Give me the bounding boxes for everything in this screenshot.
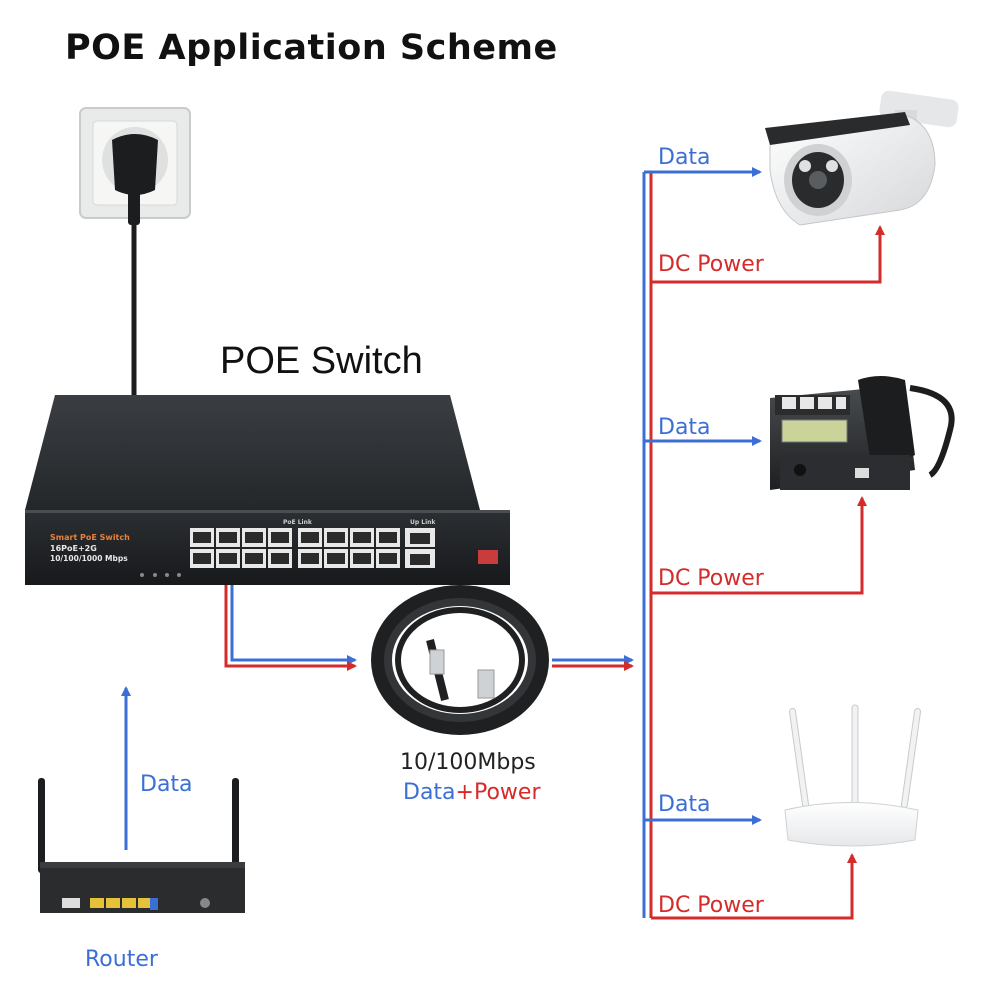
switch-brand-label: Smart PoE Switch	[50, 533, 130, 542]
ethernet-port-socket	[271, 532, 289, 543]
poe-switch-icon	[25, 395, 510, 585]
wifi-power-label: DC Power	[658, 893, 764, 918]
wifi-router-icon	[784, 704, 922, 847]
switch-uplink-label: Up Link	[410, 519, 436, 526]
camera-branch	[644, 167, 885, 284]
switch-ports	[190, 528, 400, 568]
ethernet-port-socket	[193, 532, 211, 543]
wifi-router-branch	[644, 815, 857, 920]
distribution-bus	[642, 172, 653, 918]
camera-data-label: Data	[658, 145, 711, 170]
switch-to-cable-link	[224, 585, 357, 671]
page-title: POE Application Scheme	[65, 28, 558, 68]
cable-to-bus-link	[552, 655, 634, 671]
ethernet-port-socket	[353, 532, 371, 543]
switch-model-label: 16PoE+2G	[50, 544, 97, 553]
ethernet-port-socket	[193, 553, 211, 564]
cable-speed-label: 10/100Mbps	[400, 750, 536, 775]
router-label: Router	[85, 947, 158, 972]
poe-switch-heading: POE Switch	[220, 340, 423, 382]
ethernet-port-socket	[379, 532, 397, 543]
wifi-data-label: Data	[658, 792, 711, 817]
security-camera-icon	[765, 90, 959, 226]
ethernet-port-socket	[327, 553, 345, 564]
ethernet-port-socket	[271, 553, 289, 564]
ethernet-port-socket	[353, 553, 371, 564]
switch-speed-label: 10/100/1000 Mbps	[50, 554, 128, 563]
switch-poe-link-label: PoE Link	[283, 519, 312, 526]
ethernet-port-socket	[219, 532, 237, 543]
home-router-icon	[38, 778, 245, 913]
ethernet-port-socket	[245, 553, 263, 564]
ethernet-port-socket	[379, 553, 397, 564]
cable-plus: +	[455, 780, 474, 805]
ip-phone-icon	[770, 376, 955, 490]
cable-power-word: Power	[473, 780, 541, 805]
cable-data-power-label: Data+Power	[403, 780, 540, 805]
ethernet-port-socket	[219, 553, 237, 564]
ethernet-port-socket	[301, 532, 319, 543]
phone-power-label: DC Power	[658, 566, 764, 591]
phone-data-label: Data	[658, 415, 711, 440]
router-data-label: Data	[140, 772, 193, 797]
ethernet-port-socket	[245, 532, 263, 543]
ethernet-port-socket	[301, 553, 319, 564]
cable-data-word: Data	[403, 780, 456, 805]
camera-power-label: DC Power	[658, 252, 764, 277]
ethernet-port-socket	[327, 532, 345, 543]
phone-branch	[644, 436, 867, 595]
ethernet-cable-coil-icon	[371, 585, 549, 735]
wall-socket-icon	[79, 107, 191, 225]
